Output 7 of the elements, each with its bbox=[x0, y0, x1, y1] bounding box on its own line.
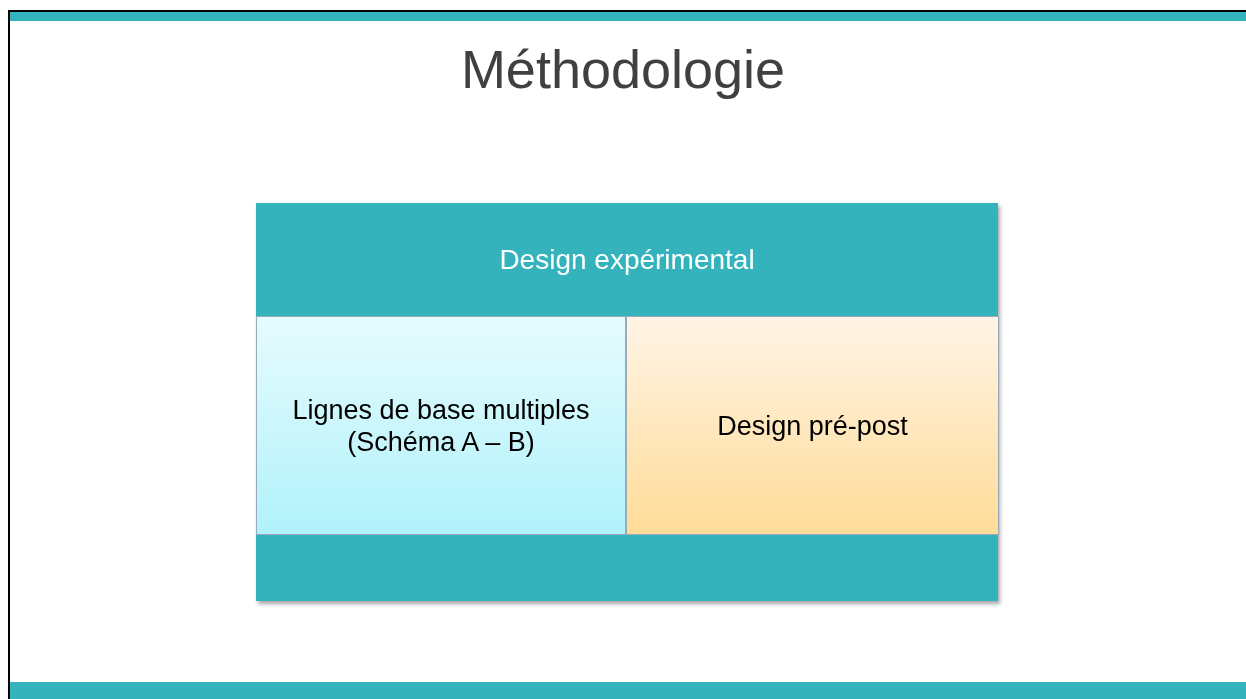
slide-title: Méthodologie bbox=[460, 38, 786, 100]
option-label: Design pré-post bbox=[716, 409, 909, 442]
option-box bbox=[626, 316, 999, 535]
panel-heading: Design expérimental bbox=[498, 243, 756, 277]
design-panel bbox=[256, 203, 998, 601]
option-box bbox=[256, 316, 626, 535]
option-label: Lignes de base multiples (Schéma A – B) bbox=[291, 393, 591, 458]
